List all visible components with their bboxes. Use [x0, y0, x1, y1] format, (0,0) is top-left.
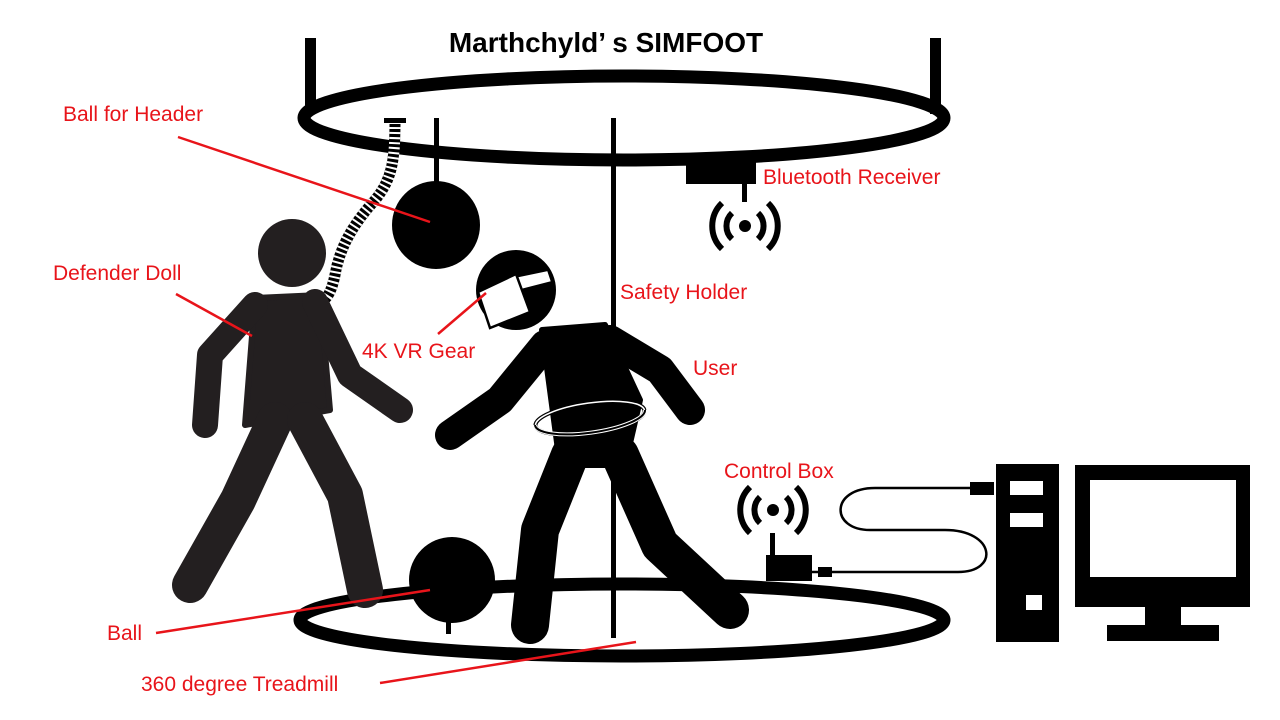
label-ball-for-header: Ball for Header [63, 103, 203, 126]
receiver-box [686, 162, 756, 184]
label-control-box: Control Box [724, 460, 834, 483]
control-box [737, 484, 812, 581]
leader-ball [155, 588, 431, 635]
ground-ball [409, 537, 495, 623]
leader-treadmill [379, 640, 637, 685]
header-ball-string [434, 118, 439, 188]
diagram-title: Marthchyld’ s SIMFOOT [449, 27, 763, 58]
wireless-signal-icon [709, 200, 781, 252]
leader-vr-gear [437, 292, 487, 335]
receiver-antenna [742, 180, 747, 202]
ground-ball-tether [446, 610, 451, 634]
control-box-unit [766, 555, 812, 581]
usb-cable [812, 482, 994, 577]
bluetooth-receiver [686, 162, 781, 252]
spring-coil [320, 118, 406, 306]
right-frame-post [930, 38, 941, 114]
label-user: User [693, 357, 737, 380]
label-safety-holder: Safety Holder [620, 281, 747, 304]
label-vr-gear: 4K VR Gear [362, 340, 475, 363]
label-treadmill: 360 degree Treadmill [141, 673, 338, 696]
left-frame-post [305, 38, 316, 114]
leader-lines [155, 135, 637, 685]
leader-defender-doll [175, 292, 253, 338]
leader-ball-for-header [177, 135, 431, 224]
desktop-computer-icon [996, 464, 1250, 642]
wireless-signal-icon [737, 484, 809, 536]
label-defender-doll: Defender Doll [53, 262, 181, 285]
treadmill-ring [293, 577, 951, 663]
label-bluetooth-receiver: Bluetooth Receiver [763, 166, 940, 189]
control-box-antenna [770, 533, 775, 557]
top-ring [297, 69, 951, 167]
label-ball: Ball [107, 622, 142, 645]
vr-headset [476, 268, 554, 330]
defender-doll-figure [172, 219, 413, 608]
header-ball [392, 181, 480, 269]
